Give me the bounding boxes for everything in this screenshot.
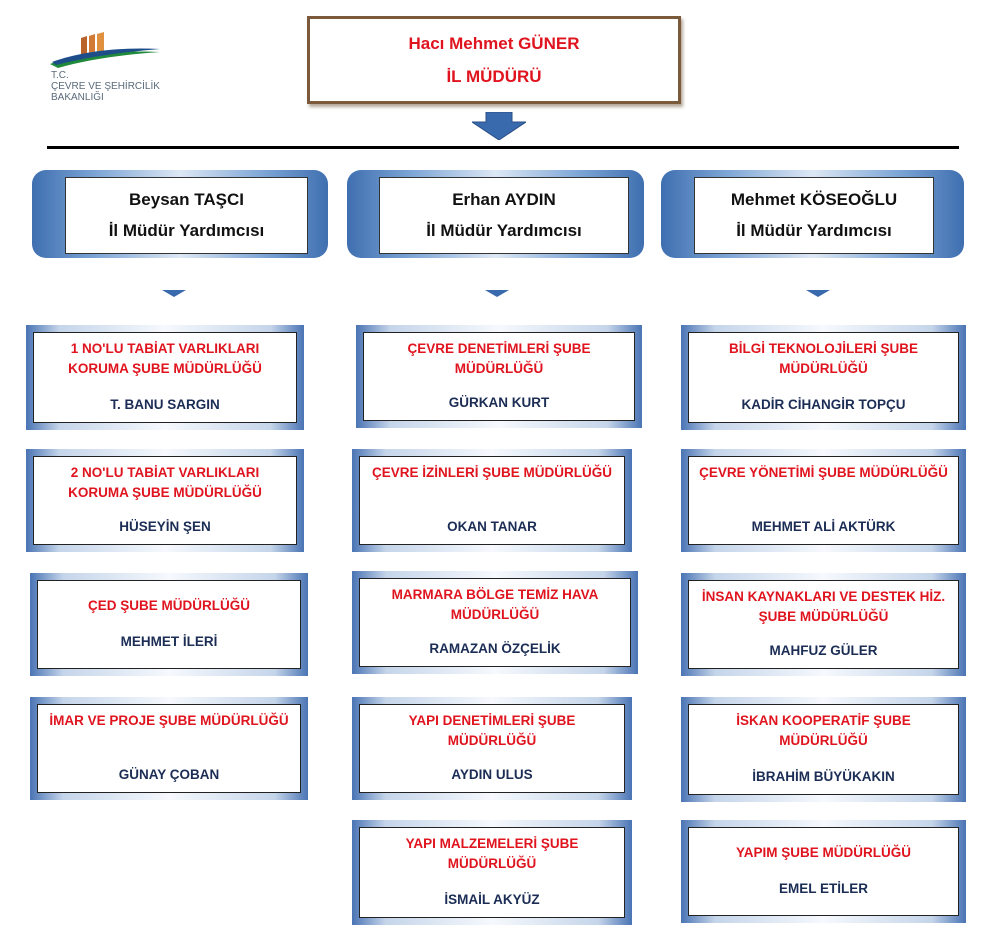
deputy-box-left: Beysan TAŞCI İl Müdür Yardımcısı <box>65 177 308 254</box>
branch-head: İSMAİL AKYÜZ <box>444 892 540 907</box>
deputy-title: İl Müdür Yardımcısı <box>108 221 265 241</box>
branch-box: ÇED ŞUBE MÜDÜRLÜĞÜ MEHMET İLERİ <box>37 580 301 669</box>
branch-title: MARMARA BÖLGE TEMİZ HAVA MÜDÜRLÜĞÜ <box>391 587 599 622</box>
branch-head: GÜNAY ÇOBAN <box>118 767 220 782</box>
branch-card: YAPI DENETİMLERİ ŞUBE MÜDÜRLÜĞÜ AYDIN UL… <box>352 697 632 800</box>
branch-box: BİLGİ TEKNOLOJİLERİ ŞUBE MÜDÜRLÜĞÜ KADİR… <box>688 332 959 423</box>
deputy-box-middle: Erhan AYDIN İl Müdür Yardımcısı <box>379 177 629 254</box>
branch-head: MAHFUZ GÜLER <box>769 643 878 658</box>
deputy-title: İl Müdür Yardımcısı <box>426 221 582 241</box>
deputy-box-right: Mehmet KÖSEOĞLU İl Müdür Yardımcısı <box>694 177 934 254</box>
branch-title: YAPIM ŞUBE MÜDÜRLÜĞÜ <box>735 845 911 860</box>
logo-line: T.C. <box>51 70 69 81</box>
branch-card: MARMARA BÖLGE TEMİZ HAVA MÜDÜRLÜĞÜ RAMAZ… <box>352 571 638 674</box>
branch-box: YAPIM ŞUBE MÜDÜRLÜĞÜ EMEL ETİLER <box>688 827 959 916</box>
branch-box: İSKAN KOOPERATİF ŞUBE MÜDÜRLÜĞÜ İBRAHİM … <box>688 704 959 795</box>
branch-card: BİLGİ TEKNOLOJİLERİ ŞUBE MÜDÜRLÜĞÜ KADİR… <box>681 325 966 430</box>
branch-title: YAPI MALZEMELERİ ŞUBE MÜDÜRLÜĞÜ <box>405 836 579 871</box>
branch-title: 2 NO'LU TABİAT VARLIKLARI KORUMA ŞUBE MÜ… <box>68 465 262 500</box>
branch-title: ÇEVRE DENETİMLERİ ŞUBE MÜDÜRLÜĞÜ <box>407 341 591 376</box>
branch-box: ÇEVRE YÖNETİMİ ŞUBE MÜDÜRLÜĞÜ MEHMET ALİ… <box>688 456 959 545</box>
branch-card: ÇEVRE DENETİMLERİ ŞUBE MÜDÜRLÜĞÜ GÜRKAN … <box>356 325 642 428</box>
branch-card: YAPI MALZEMELERİ ŞUBE MÜDÜRLÜĞÜ İSMAİL A… <box>352 820 632 925</box>
logo-line: BAKANLIĞI <box>51 92 104 103</box>
director-box: Hacı Mehmet GÜNER İL MÜDÜRÜ <box>307 16 681 104</box>
director-title: İL MÜDÜRÜ <box>446 66 542 86</box>
branch-head: OKAN TANAR <box>447 519 537 534</box>
chevron-down-icon <box>806 290 830 297</box>
down-arrow-icon <box>472 112 526 140</box>
branch-card: ÇEVRE İZİNLERİ ŞUBE MÜDÜRLÜĞÜ OKAN TANAR <box>352 449 632 552</box>
branch-title: ÇEVRE YÖNETİMİ ŞUBE MÜDÜRLÜĞÜ <box>699 465 948 480</box>
deputy-name: Erhan AYDIN <box>452 189 556 209</box>
branch-box: YAPI DENETİMLERİ ŞUBE MÜDÜRLÜĞÜ AYDIN UL… <box>359 704 625 793</box>
chevron-down-icon <box>485 290 509 297</box>
branch-title: BİLGİ TEKNOLOJİLERİ ŞUBE MÜDÜRLÜĞÜ <box>728 341 918 376</box>
branch-title: İNSAN KAYNAKLARI VE DESTEK HİZ. ŞUBE MÜD… <box>701 589 946 624</box>
branch-box: ÇEVRE DENETİMLERİ ŞUBE MÜDÜRLÜĞÜ GÜRKAN … <box>363 332 635 421</box>
branch-head: GÜRKAN KURT <box>448 395 550 410</box>
branch-head: MEHMET İLERİ <box>120 634 218 649</box>
branch-title: YAPI DENETİMLERİ ŞUBE MÜDÜRLÜĞÜ <box>408 713 576 748</box>
branch-title: 1 NO'LU TABİAT VARLIKLARI KORUMA ŞUBE MÜ… <box>68 341 262 376</box>
ministry-logo: T.C. ÇEVRE VE ŞEHİRCİLİK BAKANLIĞI <box>48 32 168 112</box>
branch-head: T. BANU SARGIN <box>110 397 220 412</box>
branch-title: ÇEVRE İZİNLERİ ŞUBE MÜDÜRLÜĞÜ <box>371 465 612 480</box>
branch-card: ÇEVRE YÖNETİMİ ŞUBE MÜDÜRLÜĞÜ MEHMET ALİ… <box>681 449 966 552</box>
ministry-logo-icon <box>50 32 160 68</box>
logo-line: ÇEVRE VE ŞEHİRCİLİK <box>51 81 160 92</box>
branch-box: İMAR VE PROJE ŞUBE MÜDÜRLÜĞÜ GÜNAY ÇOBAN <box>37 704 301 793</box>
branch-box: YAPI MALZEMELERİ ŞUBE MÜDÜRLÜĞÜ İSMAİL A… <box>359 827 625 918</box>
branch-box: MARMARA BÖLGE TEMİZ HAVA MÜDÜRLÜĞÜ RAMAZ… <box>359 578 631 667</box>
branch-box: ÇEVRE İZİNLERİ ŞUBE MÜDÜRLÜĞÜ OKAN TANAR <box>359 456 625 545</box>
branch-card: İMAR VE PROJE ŞUBE MÜDÜRLÜĞÜ GÜNAY ÇOBAN <box>30 697 308 800</box>
branch-box: 1 NO'LU TABİAT VARLIKLARI KORUMA ŞUBE MÜ… <box>33 332 297 423</box>
branch-card: İNSAN KAYNAKLARI VE DESTEK HİZ. ŞUBE MÜD… <box>681 573 966 676</box>
branch-card: 1 NO'LU TABİAT VARLIKLARI KORUMA ŞUBE MÜ… <box>26 325 304 430</box>
deputy-name: Mehmet KÖSEOĞLU <box>730 189 898 209</box>
deputy-title: İl Müdür Yardımcısı <box>736 221 892 241</box>
branch-head: RAMAZAN ÖZÇELİK <box>429 641 561 656</box>
branch-head: AYDIN ULUS <box>451 767 533 782</box>
branch-title: ÇED ŞUBE MÜDÜRLÜĞÜ <box>88 598 250 613</box>
branch-card: YAPIM ŞUBE MÜDÜRLÜĞÜ EMEL ETİLER <box>681 820 966 923</box>
divider-line <box>47 146 959 149</box>
branch-head: İBRAHİM BÜYÜKAKIN <box>752 769 895 784</box>
branch-title: İSKAN KOOPERATİF ŞUBE MÜDÜRLÜĞÜ <box>736 713 911 748</box>
branch-box: 2 NO'LU TABİAT VARLIKLARI KORUMA ŞUBE MÜ… <box>33 456 297 545</box>
chevron-down-icon <box>162 290 186 297</box>
branch-box: İNSAN KAYNAKLARI VE DESTEK HİZ. ŞUBE MÜD… <box>688 580 959 669</box>
director-name: Hacı Mehmet GÜNER <box>408 33 580 53</box>
branch-card: 2 NO'LU TABİAT VARLIKLARI KORUMA ŞUBE MÜ… <box>26 449 304 552</box>
branch-head: HÜSEYİN ŞEN <box>119 519 211 534</box>
branch-head: EMEL ETİLER <box>778 881 868 896</box>
branch-head: KADİR CİHANGİR TOPÇU <box>741 397 906 412</box>
branch-title: İMAR VE PROJE ŞUBE MÜDÜRLÜĞÜ <box>49 713 289 728</box>
branch-card: ÇED ŞUBE MÜDÜRLÜĞÜ MEHMET İLERİ <box>30 573 308 676</box>
deputy-name: Beysan TAŞCI <box>129 189 244 209</box>
branch-head: MEHMET ALİ AKTÜRK <box>751 519 896 534</box>
branch-card: İSKAN KOOPERATİF ŞUBE MÜDÜRLÜĞÜ İBRAHİM … <box>681 697 966 802</box>
logo-text: T.C. ÇEVRE VE ŞEHİRCİLİK BAKANLIĞI <box>51 70 160 103</box>
